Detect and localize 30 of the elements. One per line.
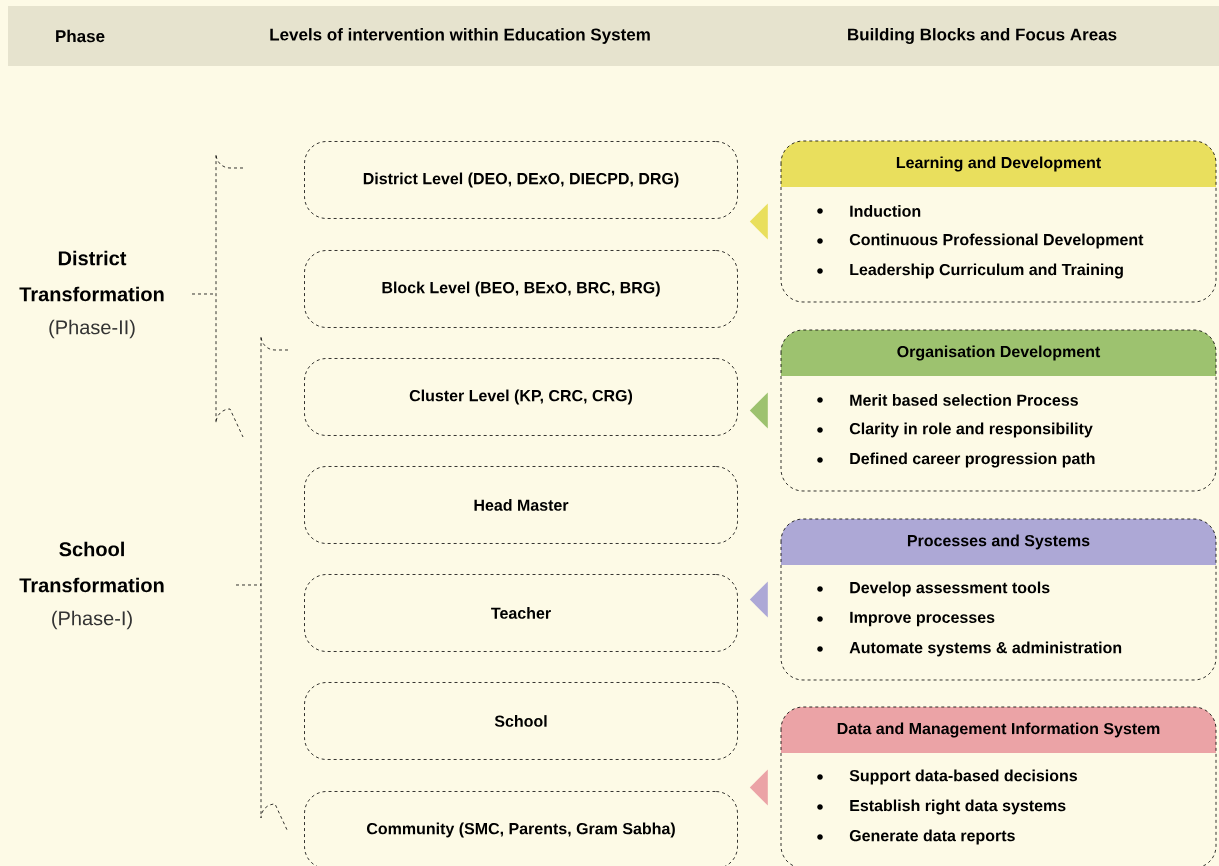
pointer-arrow xyxy=(749,203,768,240)
phase-subtitle: (Phase-II) xyxy=(49,319,135,339)
bullet-item: Support data-based decisions xyxy=(817,769,1077,785)
column-heading: Levels of intervention within Education System xyxy=(270,28,650,44)
pointer-arrow xyxy=(749,769,768,806)
bullet-item: Develop assessment tools xyxy=(817,581,1050,597)
level-box: School xyxy=(304,682,738,760)
column-heading: Building Blocks and Focus Areas xyxy=(848,28,1117,44)
phase-title: District Transformation xyxy=(19,250,164,302)
bullet-item: Automate systems & administration xyxy=(817,641,1122,657)
bullet-item: Establish right data systems xyxy=(817,799,1066,815)
phase-title: School Transformation xyxy=(19,541,164,593)
bullet-item: Generate data reports xyxy=(817,829,1015,845)
pointer-arrow xyxy=(749,392,768,429)
level-box: Community (SMC, Parents, Gram Sabha) xyxy=(304,791,738,866)
column-heading: Phase xyxy=(56,29,105,43)
bullet-item: Merit based selection Process xyxy=(817,394,1078,406)
level-box: Cluster Level (KP, CRC, CRG) xyxy=(304,358,738,436)
bullet-item: Defined career progression path xyxy=(817,452,1095,468)
bullet-item: Improve processes xyxy=(817,611,995,627)
bullet-item: Induction xyxy=(817,205,921,217)
level-box: District Level (DEO, DExO, DIECPD, DRG) xyxy=(304,141,738,219)
bullet-item: Clarity in role and responsibility xyxy=(817,422,1093,438)
phase-subtitle: (Phase-I) xyxy=(52,610,132,630)
pointer-arrow xyxy=(749,581,768,618)
level-box: Teacher xyxy=(304,574,738,652)
bullet-item: Leadership Curriculum and Training xyxy=(817,263,1123,279)
level-box: Block Level (BEO, BExO, BRC, BRG) xyxy=(304,250,738,328)
bullet-item: Continuous Professional Development xyxy=(817,233,1144,249)
level-box: Head Master xyxy=(304,466,738,544)
